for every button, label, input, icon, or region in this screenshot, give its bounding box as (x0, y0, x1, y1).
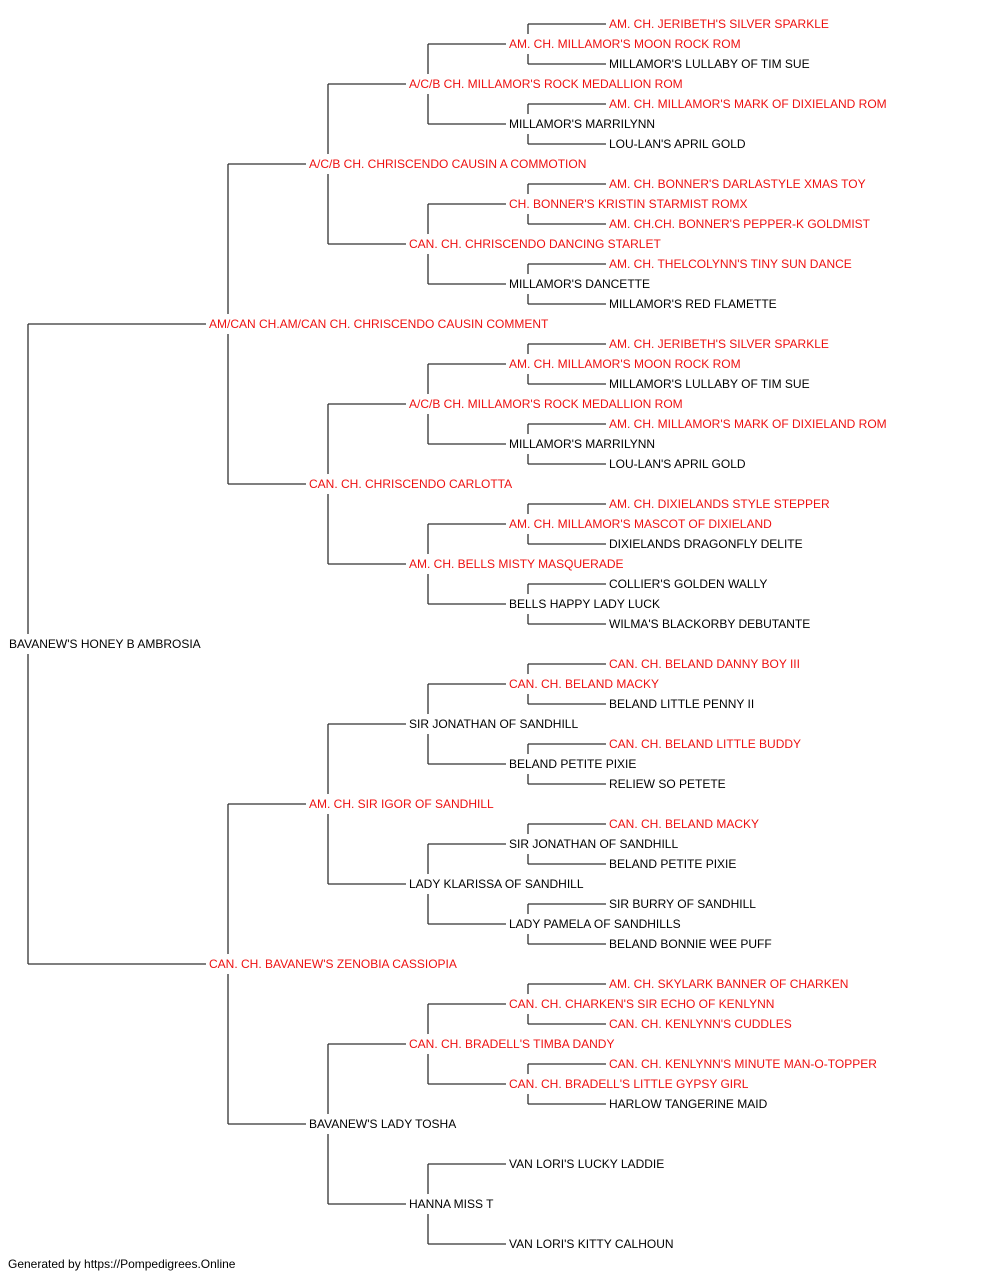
dam-gen5-label: HARLOW TANGERINE MAID (608, 1097, 769, 1111)
sire-gen5-label: AM. CH. BONNER'S DARLASTYLE XMAS TOY (608, 177, 867, 191)
sire-gen4-label: AM. CH. MILLAMOR'S MOON ROCK ROM (508, 357, 742, 371)
dam-gen2-label: BAVANEW'S LADY TOSHA (308, 1117, 458, 1131)
dam-gen5-label: BELAND BONNIE WEE PUFF (608, 937, 773, 951)
dam-gen4-label: MILLAMOR'S MARRILYNN (508, 437, 657, 451)
dam-gen5-label: RELIEW SO PETETE (608, 777, 727, 791)
sire-gen5-label: AM. CH. JERIBETH'S SILVER SPARKLE (608, 17, 830, 31)
dam-gen3-label: HANNA MISS T (408, 1197, 495, 1211)
sire-gen5-label: AM. CH. JERIBETH'S SILVER SPARKLE (608, 337, 830, 351)
dam-gen3-label: LADY KLARISSA OF SANDHILL (408, 877, 585, 891)
footer-credit: Generated by https://Pompedigrees.Online (8, 1257, 236, 1271)
sire-gen5-label: CAN. CH. BELAND LITTLE BUDDY (608, 737, 803, 751)
dam-gen5-label: DIXIELANDS DRAGONFLY DELITE (608, 537, 804, 551)
sire-gen4-label: CAN. CH. BELAND MACKY (508, 677, 661, 691)
dam-gen3-label: CAN. CH. CHRISCENDO DANCING STARLET (408, 237, 662, 251)
dam-gen5-label: AM. CH.CH. BONNER'S PEPPER-K GOLDMIST (608, 217, 871, 231)
sire-gen4-label: CH. BONNER'S KRISTIN STARMIST ROMX (508, 197, 749, 211)
sire-gen3-label: SIR JONATHAN OF SANDHILL (408, 717, 580, 731)
sire-gen2-label: A/C/B CH. CHRISCENDO CAUSIN A COMMOTION (308, 157, 588, 171)
sire-gen4-label: AM. CH. MILLAMOR'S MASCOT OF DIXIELAND (508, 517, 773, 531)
sire-gen2-label: AM. CH. SIR IGOR OF SANDHILL (308, 797, 495, 811)
dam-gen4-label: LADY PAMELA OF SANDHILLS (508, 917, 682, 931)
sire-gen4-label: AM. CH. MILLAMOR'S MOON ROCK ROM (508, 37, 742, 51)
sire-gen5-label: CAN. CH. KENLYNN'S MINUTE MAN-O-TOPPER (608, 1057, 878, 1071)
sire-gen5-label: COLLIER'S GOLDEN WALLY (608, 577, 769, 591)
sire-gen5-label: AM. CH. SKYLARK BANNER OF CHARKEN (608, 977, 850, 991)
dam-gen5-label: LOU-LAN'S APRIL GOLD (608, 457, 747, 471)
sire-gen3-label: CAN. CH. BRADELL'S TIMBA DANDY (408, 1037, 616, 1051)
sire-gen5-label: AM. CH. MILLAMOR'S MARK OF DIXIELAND ROM (608, 417, 888, 431)
dam-gen3-label: AM. CH. BELLS MISTY MASQUERADE (408, 557, 625, 571)
sire-gen5-label: SIR BURRY OF SANDHILL (608, 897, 757, 911)
sire-gen1-label: AM/CAN CH.AM/CAN CH. CHRISCENDO CAUSIN C… (208, 317, 550, 331)
sire-gen5-label: AM. CH. DIXIELANDS STYLE STEPPER (608, 497, 831, 511)
dam-gen4-label: CAN. CH. BRADELL'S LITTLE GYPSY GIRL (508, 1077, 750, 1091)
sire-gen5-label: AM. CH. THELCOLYNN'S TINY SUN DANCE (608, 257, 853, 271)
dam-gen5-label: MILLAMOR'S LULLABY OF TIM SUE (608, 57, 811, 71)
dam-gen4-label: BELLS HAPPY LADY LUCK (508, 597, 661, 611)
dam-gen5-label: MILLAMOR'S RED FLAMETTE (608, 297, 778, 311)
dam-gen5-label: CAN. CH. KENLYNN'S CUDDLES (608, 1017, 793, 1031)
sire-gen5-label: CAN. CH. BELAND MACKY (608, 817, 761, 831)
dam-gen5-label: BELAND LITTLE PENNY II (608, 697, 756, 711)
sire-gen4-label: VAN LORI'S LUCKY LADDIE (508, 1157, 666, 1171)
sire-gen4-label: SIR JONATHAN OF SANDHILL (508, 837, 680, 851)
sire-gen3-label: A/C/B CH. MILLAMOR'S ROCK MEDALLION ROM (408, 77, 684, 91)
dam-gen2-label: CAN. CH. CHRISCENDO CARLOTTA (308, 477, 514, 491)
dam-gen5-label: WILMA'S BLACKORBY DEBUTANTE (608, 617, 812, 631)
dam-gen4-label: MILLAMOR'S DANCETTE (508, 277, 651, 291)
sire-gen5-label: CAN. CH. BELAND DANNY BOY III (608, 657, 801, 671)
dam-gen5-label: BELAND PETITE PIXIE (608, 857, 738, 871)
dam-gen5-label: LOU-LAN'S APRIL GOLD (608, 137, 747, 151)
sire-gen5-label: AM. CH. MILLAMOR'S MARK OF DIXIELAND ROM (608, 97, 888, 111)
sire-gen4-label: CAN. CH. CHARKEN'S SIR ECHO OF KENLYNN (508, 997, 776, 1011)
dam-gen4-label: MILLAMOR'S MARRILYNN (508, 117, 657, 131)
dam-gen1-label: CAN. CH. BAVANEW'S ZENOBIA CASSIOPIA (208, 957, 458, 971)
sire-gen3-label: A/C/B CH. MILLAMOR'S ROCK MEDALLION ROM (408, 397, 684, 411)
dam-gen4-label: VAN LORI'S KITTY CALHOUN (508, 1237, 675, 1251)
dam-gen4-label: BELAND PETITE PIXIE (508, 757, 638, 771)
dam-gen5-label: MILLAMOR'S LULLABY OF TIM SUE (608, 377, 811, 391)
subject-dog-label: BAVANEW'S HONEY B AMBROSIA (8, 637, 202, 651)
